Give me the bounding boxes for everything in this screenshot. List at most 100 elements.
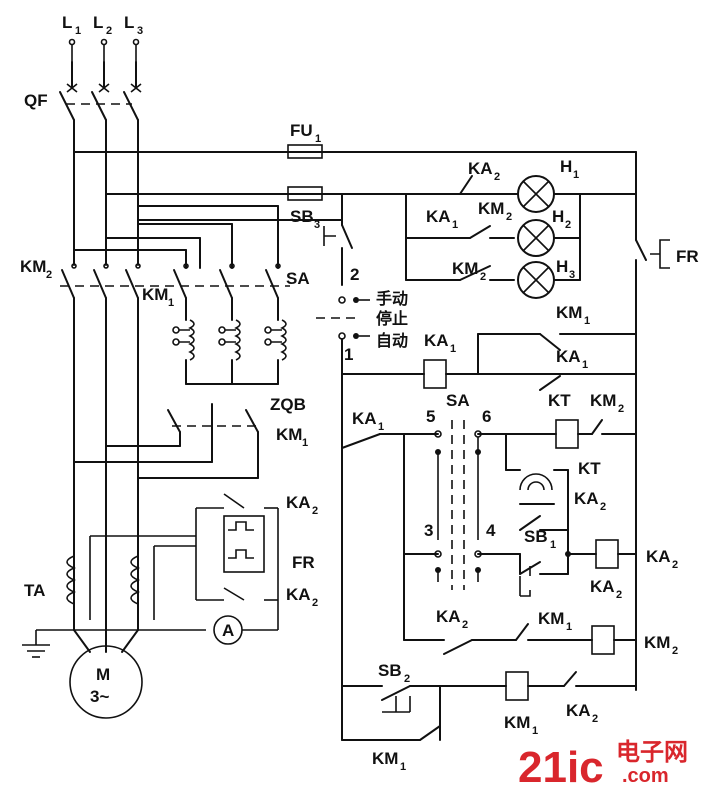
label-QF: QF bbox=[24, 91, 48, 110]
svg-text:2: 2 bbox=[616, 589, 622, 601]
label-KM2-lamp3: KM bbox=[452, 259, 478, 278]
power-supply-terminals: L 1 L 2 L 3 bbox=[62, 13, 143, 62]
label-KM1-main: KM bbox=[142, 285, 168, 304]
label-KT-timer: KT bbox=[578, 459, 601, 478]
svg-text:1: 1 bbox=[450, 343, 456, 355]
relay-KM1-row: SB 2 KM 1 KA 2 KM 1 bbox=[341, 661, 637, 773]
svg-text:2: 2 bbox=[106, 25, 112, 37]
label-FR-left: FR bbox=[292, 553, 315, 572]
label-KM1-zqb: KM bbox=[276, 425, 302, 444]
svg-text:3: 3 bbox=[569, 269, 575, 281]
timer-KT: KT KM 2 KT KA 2 bbox=[505, 391, 637, 555]
svg-text:1: 1 bbox=[582, 359, 588, 371]
label-SA-main: SA bbox=[286, 269, 310, 288]
label-KM1-lamp: KM bbox=[556, 303, 582, 322]
label-KA1-right: KA bbox=[556, 347, 581, 366]
watermark-site-cn: 电子网 bbox=[616, 738, 688, 766]
svg-text:2: 2 bbox=[480, 271, 486, 283]
label-KM2-kt: KM bbox=[590, 391, 616, 410]
label-KM2-coil: KM bbox=[644, 633, 670, 652]
svg-text:2: 2 bbox=[672, 559, 678, 571]
svg-text:2: 2 bbox=[600, 501, 606, 513]
motor-spec: 3~ bbox=[90, 687, 109, 706]
lamp-circuit: KA 2 H 1 KA 1 KM 2 H 2 KM 2 H 3 KM 1 F bbox=[321, 151, 699, 691]
svg-text:2: 2 bbox=[404, 673, 410, 685]
motor-label-M: M bbox=[96, 665, 110, 684]
label-KT-coil: KT bbox=[548, 391, 571, 410]
label-KA2-r1: KA bbox=[574, 489, 599, 508]
button-SB1: SB 1 bbox=[519, 527, 597, 597]
label-L1: L bbox=[62, 13, 72, 32]
label-pos2: 2 bbox=[350, 265, 359, 284]
overload-relay-FR: KA 2 FR KA 2 A bbox=[195, 493, 318, 645]
label-KM2-lamp: KM bbox=[478, 199, 504, 218]
label-SA-ctrl: SA bbox=[446, 391, 470, 410]
label-KA2-m: KA bbox=[436, 607, 461, 626]
svg-text:2: 2 bbox=[618, 403, 624, 415]
contactor-KM2-main: KM 2 bbox=[20, 257, 290, 541]
label-SB1: SB bbox=[524, 527, 548, 546]
label-SB2: SB bbox=[378, 661, 402, 680]
svg-text:1: 1 bbox=[315, 133, 321, 145]
terminal-L2 bbox=[100, 38, 108, 46]
contactor-KM1-zqb: KM 1 bbox=[73, 403, 308, 479]
breaker-QF: QF bbox=[24, 61, 142, 121]
label-pos1: 1 bbox=[344, 345, 353, 364]
label-TA: TA bbox=[24, 581, 45, 600]
svg-text:2: 2 bbox=[506, 211, 512, 223]
label-n5: 5 bbox=[426, 407, 435, 426]
label-n3: 3 bbox=[424, 521, 433, 540]
label-auto: 自动 bbox=[376, 331, 408, 350]
watermark-site-url: .com bbox=[622, 765, 669, 785]
terminal-L3 bbox=[132, 38, 140, 46]
watermark-21ic: 21ic 电子网 .com bbox=[518, 738, 688, 785]
label-KA1-ctrl: KA bbox=[352, 409, 377, 428]
svg-text:3: 3 bbox=[137, 25, 143, 37]
svg-text:1: 1 bbox=[573, 169, 579, 181]
svg-text:1: 1 bbox=[168, 297, 174, 309]
label-H3: H bbox=[556, 257, 568, 276]
relay-KA2-coil: KA 2 KA 2 bbox=[590, 539, 678, 601]
ammeter-label: A bbox=[222, 621, 234, 640]
svg-text:1: 1 bbox=[400, 761, 406, 773]
svg-text:1: 1 bbox=[566, 621, 572, 633]
label-KA1-coil: KA bbox=[424, 331, 449, 350]
watermark-logo: 21ic bbox=[518, 743, 604, 785]
label-FU1: FU bbox=[290, 121, 313, 140]
svg-text:1: 1 bbox=[532, 725, 538, 737]
label-KA2-r2: KA bbox=[590, 577, 615, 596]
svg-text:1: 1 bbox=[584, 315, 590, 327]
svg-text:2: 2 bbox=[672, 645, 678, 657]
label-KM1-m: KM bbox=[538, 609, 564, 628]
label-n6: 6 bbox=[482, 407, 491, 426]
label-stop: 停止 bbox=[376, 309, 408, 328]
label-n4: 4 bbox=[486, 521, 496, 540]
svg-text:2: 2 bbox=[312, 597, 318, 609]
fuse-SB3: SB 3 bbox=[287, 186, 353, 286]
label-H1: H bbox=[560, 157, 572, 176]
label-FR-right: FR bbox=[676, 247, 699, 266]
label-KM2-main: KM bbox=[20, 257, 46, 276]
label-KA2-top: KA bbox=[468, 159, 493, 178]
svg-text:2: 2 bbox=[565, 219, 571, 231]
current-transformer-TA: TA bbox=[22, 535, 206, 658]
label-KA2-coil: KA bbox=[646, 547, 671, 566]
label-L3: L bbox=[124, 13, 134, 32]
label-KA2-fr2: KA bbox=[286, 585, 311, 604]
relay-KA1-coil: KA 1 KA 1 bbox=[341, 331, 637, 391]
contactor-KM1-main: KM 1 SA bbox=[142, 263, 310, 309]
label-KM1-coil: KM bbox=[504, 713, 530, 732]
label-manual: 手动 bbox=[376, 289, 408, 308]
label-KA1-lamp: KA bbox=[426, 207, 451, 226]
svg-text:2: 2 bbox=[46, 269, 52, 281]
ctrl-SA: KA 1 5 SA 6 3 4 bbox=[341, 391, 557, 641]
label-ZQB: ZQB bbox=[270, 395, 306, 414]
svg-text:1: 1 bbox=[550, 539, 556, 551]
label-H2: H bbox=[552, 207, 564, 226]
label-KM1-bot: KM bbox=[372, 749, 398, 768]
selector-switch-SA: 2 1 手动 停止 自动 bbox=[316, 265, 408, 741]
svg-text:1: 1 bbox=[378, 421, 384, 433]
terminal-L1 bbox=[68, 38, 76, 46]
autotransformer-ZQB: ZQB bbox=[172, 297, 306, 414]
